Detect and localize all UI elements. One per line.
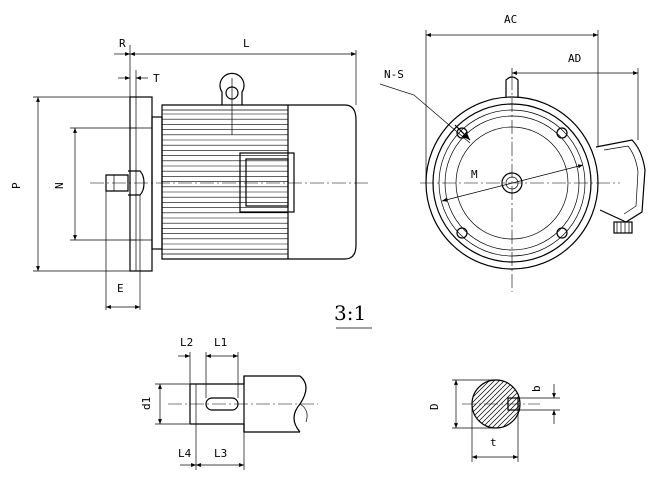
label-M: M (471, 168, 478, 181)
scale-note: 3:1 (334, 301, 366, 325)
motor-front-view (379, 30, 646, 292)
label-L3: L3 (214, 447, 227, 460)
cooling-fins (162, 113, 288, 250)
shaft-side (105, 170, 145, 196)
label-N: N (53, 182, 66, 189)
label-t: t (490, 436, 497, 449)
label-P: P (10, 182, 23, 189)
label-L4: L4 (178, 447, 192, 460)
label-N-S: N-S (384, 68, 404, 81)
label-AC: AC (504, 13, 517, 26)
terminal-box (239, 152, 295, 213)
terminal-box-side (595, 139, 646, 223)
label-E: E (117, 282, 124, 295)
label-d1: d1 (140, 397, 153, 410)
flange-plate (129, 96, 153, 272)
shaft-detail (155, 352, 318, 470)
label-R: R (119, 37, 126, 50)
label-b: b (530, 385, 543, 392)
label-L1: L1 (214, 336, 227, 349)
label-L: L (243, 37, 250, 50)
shaft-section (452, 379, 560, 462)
label-L2: L2 (180, 336, 193, 349)
motor-body (161, 104, 357, 260)
label-T: T (153, 72, 160, 85)
motor-side-view (33, 45, 370, 310)
label-D: D (428, 403, 441, 410)
label-AD: AD (568, 52, 581, 65)
lifting-eye (219, 72, 245, 135)
